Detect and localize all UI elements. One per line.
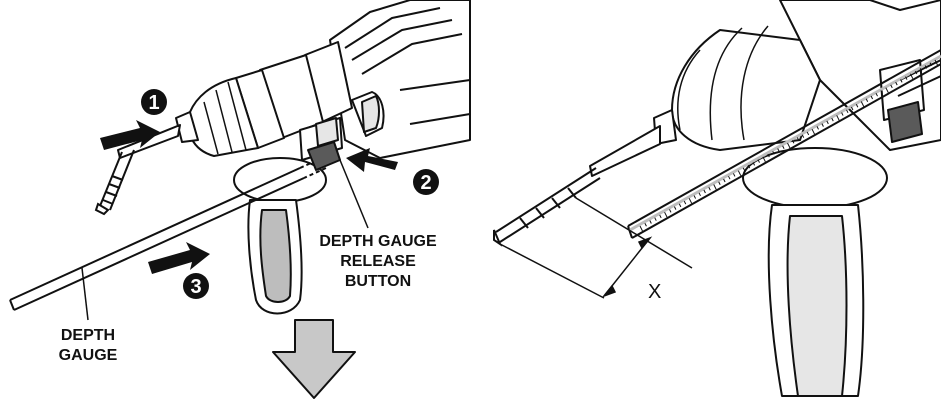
step-1-marker: 1 [100, 89, 167, 150]
scale-tick [757, 159, 760, 163]
scale-tick [683, 200, 687, 205]
scale-tick [782, 145, 785, 149]
scale-tick [708, 187, 711, 191]
scale-tick [914, 70, 918, 75]
scale-tick [870, 95, 874, 100]
scale-tick [737, 170, 742, 176]
scale-tick [900, 79, 903, 83]
scale-tick [806, 131, 810, 136]
scale-tick [924, 65, 928, 69]
scale-tick [644, 223, 647, 227]
scale-tick [850, 106, 854, 111]
scale-tick [732, 173, 736, 177]
scale-tick [767, 153, 770, 158]
scale-tick [846, 109, 849, 114]
scale-tick [855, 104, 859, 108]
scale-tick [698, 192, 701, 197]
scale-tick [703, 189, 706, 194]
down-arrow-icon [272, 319, 356, 399]
scale-tick [895, 81, 898, 86]
depth-gauge-leader [81, 267, 89, 321]
label-depth-gauge-line-2: GAUGE [59, 347, 118, 364]
scale-tick [659, 214, 662, 219]
scale-tick [747, 164, 751, 169]
scale-tick [860, 101, 865, 107]
scale-tick [919, 68, 923, 72]
scale-tick [762, 156, 766, 163]
step-number: 3 [190, 276, 201, 298]
scale-tick [801, 134, 805, 138]
scale-tick [723, 178, 726, 183]
step-3-marker: 3 [148, 242, 210, 299]
scale-tick [654, 217, 657, 221]
drill-bit-left [94, 149, 135, 216]
scale-tick [718, 181, 721, 185]
release-button-leader [339, 159, 369, 229]
scale-tick [934, 59, 938, 66]
scale-tick [875, 92, 878, 97]
scale-tick [909, 73, 914, 80]
scale-tick [678, 203, 682, 208]
hammer-drill-body-left [117, 0, 471, 159]
step-number: 2 [420, 172, 431, 194]
scale-tick [777, 148, 780, 152]
scale-tick [880, 90, 883, 94]
scale-tick [791, 140, 795, 144]
scale-tick [811, 128, 816, 135]
label-distance-x: X [648, 281, 661, 303]
depth-gauge-clamp [299, 117, 343, 171]
scale-tick [816, 126, 819, 130]
label-depth-gauge-line-1: DEPTH [61, 327, 115, 344]
scale-tick [772, 151, 775, 155]
label-release-button-line-2: RELEASE [340, 253, 416, 270]
scale-tick [688, 198, 693, 204]
right-panel: X [493, 0, 941, 397]
scale-tick [664, 211, 668, 218]
step-number: 1 [148, 92, 159, 114]
label-release-button-line-3: BUTTON [345, 273, 411, 290]
scale-tick [831, 117, 834, 122]
scale-tick [826, 120, 829, 125]
scale-tick [796, 137, 800, 141]
scale-tick [841, 112, 844, 116]
dimension-x [499, 197, 693, 299]
scale-tick [669, 209, 672, 213]
depth-gauge-rod-right [627, 49, 941, 239]
scale-tick [929, 62, 933, 66]
label-release-button-line-1: DEPTH GAUGE [319, 233, 437, 250]
depth-gauge-scale-ticks [639, 59, 938, 232]
scale-tick [742, 167, 746, 172]
scale-tick [713, 184, 717, 190]
hammer-drill-body-right [589, 0, 941, 177]
scale-tick [905, 76, 908, 80]
scale-tick [649, 220, 652, 224]
scale-tick [752, 162, 756, 166]
drill-bit-right [493, 167, 601, 247]
scale-tick [836, 115, 840, 121]
side-handle-right [742, 147, 888, 397]
scale-tick [673, 206, 677, 210]
scale-tick [821, 123, 824, 127]
step-2-marker: 2 [346, 148, 439, 195]
scale-tick [787, 142, 791, 149]
scale-tick [885, 87, 889, 93]
scale-tick [693, 195, 697, 199]
scale-tick [890, 84, 893, 89]
side-handle-left [233, 157, 327, 315]
scale-tick [865, 98, 869, 102]
scale-tick [639, 225, 643, 232]
left-panel: 1 2 3 DEPTH GAUGE RELEASE BUTTON DEPTH G… [9, 0, 471, 399]
scale-tick [728, 175, 731, 180]
